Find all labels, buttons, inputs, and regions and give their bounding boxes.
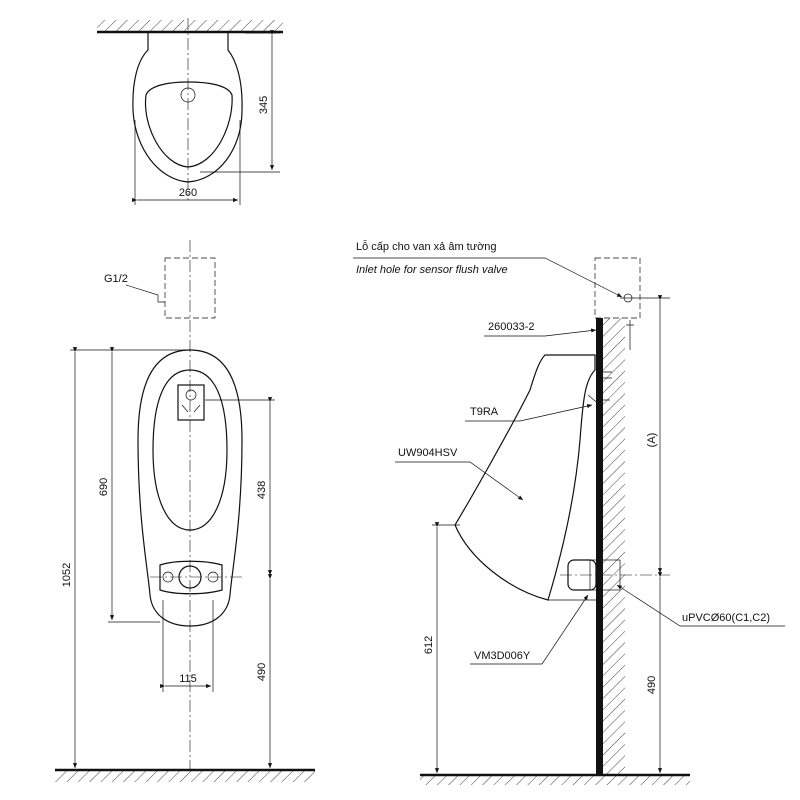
drain-outlet	[159, 560, 223, 595]
inlet-label-en: Inlet hole for sensor flush valve	[356, 264, 508, 276]
inlet-leader-line	[353, 257, 623, 298]
sensor-detail	[181, 404, 201, 413]
top-view: 345 260	[97, 18, 283, 205]
side-view: Lỗ cấp cho van xả âm tường Inlet hole fo…	[353, 240, 785, 785]
floor-hatch	[55, 770, 315, 782]
urinal-side-outline	[454, 354, 596, 601]
dim-1052: 1052	[61, 563, 73, 587]
urinal-top-outline	[132, 33, 243, 183]
flush-valve-box-side	[594, 257, 641, 319]
dim-438: 438	[256, 481, 268, 499]
leader-line	[465, 404, 593, 422]
part-vm3d006y: VM3D006Y	[474, 650, 531, 662]
leader-line	[470, 594, 589, 665]
inlet-leader-line	[125, 284, 165, 303]
part-t9ra: T9RA	[470, 406, 499, 418]
dim-345: 345	[258, 96, 270, 114]
dim-612: 612	[423, 636, 435, 654]
inlet-label-vi: Lỗ cấp cho van xả âm tường	[356, 240, 497, 253]
dim-690: 690	[98, 478, 110, 496]
dim-260: 260	[179, 187, 197, 199]
wall-section	[596, 318, 603, 775]
ceiling-hatch	[97, 20, 283, 32]
sensor-eye	[185, 389, 197, 401]
part-260033-2: 260033-2	[488, 321, 535, 333]
inlet-g12-label: G1/2	[104, 273, 128, 285]
sensor-icon	[177, 384, 205, 421]
flush-valve-box	[164, 257, 216, 319]
wall-hatch	[603, 318, 625, 775]
dim-a: (A)	[646, 433, 658, 448]
leader-line	[484, 328, 597, 337]
front-view: G1/2 1052 690 438 490 115	[55, 240, 315, 782]
leader-line	[616, 584, 785, 627]
part-uw904hsv: UW904HSV	[398, 447, 458, 459]
dim-490-front: 490	[256, 663, 268, 681]
anchor-bolt	[626, 320, 634, 350]
sensor-detail-side	[587, 394, 610, 406]
bowl-top-outline	[144, 81, 233, 168]
bracket-detail	[598, 371, 612, 379]
part-upvc-pipe: uPVCØ60(C1,C2)	[682, 612, 770, 624]
leader-line	[395, 461, 524, 501]
dim-490-side: 490	[646, 676, 658, 694]
dim-115: 115	[179, 673, 197, 685]
floor-hatch	[420, 775, 690, 785]
